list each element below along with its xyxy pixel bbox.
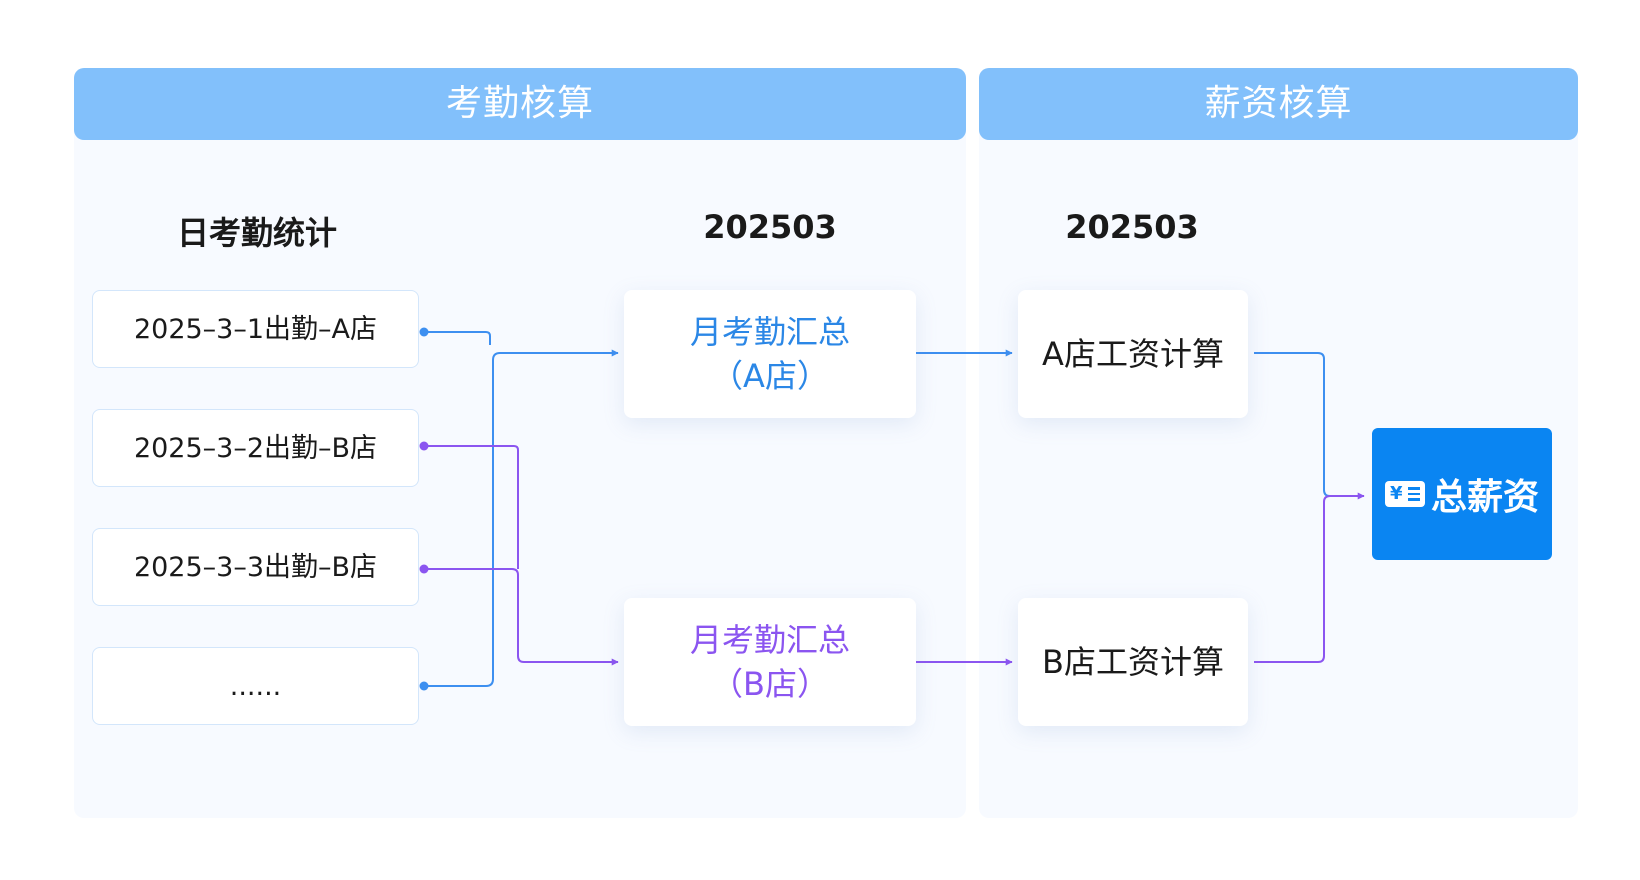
daily-record-2: 2025–3–2出勤–B店 (92, 409, 419, 487)
connector-more-to-a (424, 349, 619, 687)
total-salary-box: ¥ 总薪资 (1372, 428, 1552, 560)
salary-calc-b-label: B店工资计算 (1042, 643, 1224, 681)
daily-attendance-heading: 日考勤统计 (176, 214, 337, 252)
yen-ticket-icon: ¥ (1384, 481, 1425, 507)
salary-calc-b: B店工资计算 (1018, 598, 1248, 726)
connector-dot-record1 (419, 327, 429, 337)
salary-panel-title: 薪资核算 (979, 68, 1578, 140)
connector-record1-to-a (424, 331, 491, 345)
daily-record-3: 2025–3–3出勤–B店 (92, 528, 419, 606)
attendance-panel-title: 考勤核算 (74, 68, 966, 140)
monthly-summary-b: 月考勤汇总 （B店） (624, 598, 916, 726)
salary-calc-a: A店工资计算 (1018, 290, 1248, 418)
total-salary-label: 总薪资 (1430, 477, 1539, 518)
salary-calc-a-label: A店工资计算 (1042, 335, 1224, 373)
connector-a-calc-to-total (1254, 352, 1364, 497)
connector-record3-to-b (424, 568, 619, 666)
daily-record-1: 2025–3–1出勤–A店 (92, 290, 419, 368)
connector-dot-record2 (419, 441, 429, 451)
connector-record2-to-b (424, 445, 519, 569)
monthly-summary-a-store: （A店） (711, 357, 829, 395)
monthly-summary-a-title: 月考勤汇总 (689, 313, 850, 351)
monthly-summary-a: 月考勤汇总 （A店） (624, 290, 916, 418)
monthly-period-heading: 202503 (703, 208, 837, 246)
monthly-summary-b-store: （B店） (711, 665, 829, 703)
connector-dot-more (419, 681, 429, 691)
monthly-summary-b-title: 月考勤汇总 (689, 621, 850, 659)
salary-period-heading: 202503 (1065, 208, 1199, 246)
connector-dot-record3 (419, 564, 429, 574)
daily-record-more: ...... (92, 647, 419, 725)
connector-b-calc-to-total (1254, 492, 1365, 663)
